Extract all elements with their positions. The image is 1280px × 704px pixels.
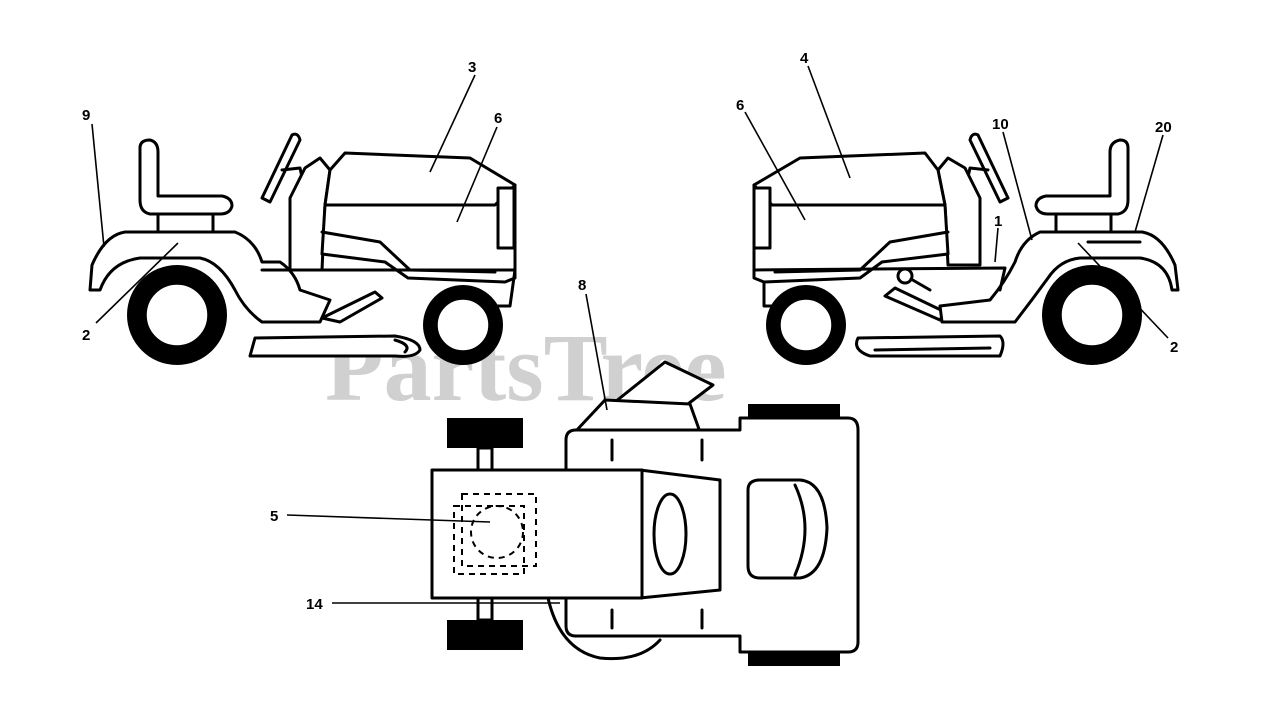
callout-20-right: 20 bbox=[1155, 119, 1172, 136]
rear-wheel-top bbox=[748, 404, 840, 418]
callout-6-right: 6 bbox=[736, 97, 744, 114]
foot-pedal bbox=[883, 286, 947, 322]
hood bbox=[320, 151, 517, 284]
mower-deck bbox=[855, 334, 1005, 358]
ignition-key bbox=[896, 267, 914, 285]
callout-5-top: 5 bbox=[270, 508, 278, 525]
mower-deck-top bbox=[546, 596, 662, 661]
seat bbox=[1034, 138, 1130, 216]
callout-1-right: 1 bbox=[994, 213, 1002, 230]
callout-14-top: 14 bbox=[306, 596, 323, 613]
seat bbox=[138, 138, 234, 216]
callout-8-top: 8 bbox=[578, 277, 586, 294]
callout-2-left: 2 bbox=[82, 327, 90, 344]
callout-2-right: 2 bbox=[1170, 339, 1178, 356]
callout-9-left: 9 bbox=[82, 107, 90, 124]
tractor-top-view bbox=[286, 293, 860, 666]
seat-top bbox=[746, 478, 829, 580]
callout-4-right: 4 bbox=[800, 50, 809, 67]
callout-6-left: 6 bbox=[494, 110, 502, 127]
front-wheel-bottom bbox=[447, 620, 523, 650]
rear-fender bbox=[938, 230, 1180, 324]
mower-deck bbox=[248, 334, 422, 358]
steering-wheel bbox=[968, 132, 1010, 204]
hood bbox=[752, 151, 950, 284]
front-wheel-top bbox=[447, 418, 523, 448]
steering-wheel bbox=[260, 132, 302, 204]
steering-wheel-top bbox=[652, 492, 688, 576]
tractor-left-side-view bbox=[88, 74, 517, 365]
foot-pedal bbox=[320, 290, 384, 324]
callout-3-left: 3 bbox=[468, 59, 476, 76]
callout-10-right: 10 bbox=[992, 116, 1009, 133]
rear-wheel-bottom bbox=[748, 652, 840, 666]
tractor-right-side-view bbox=[744, 65, 1180, 365]
